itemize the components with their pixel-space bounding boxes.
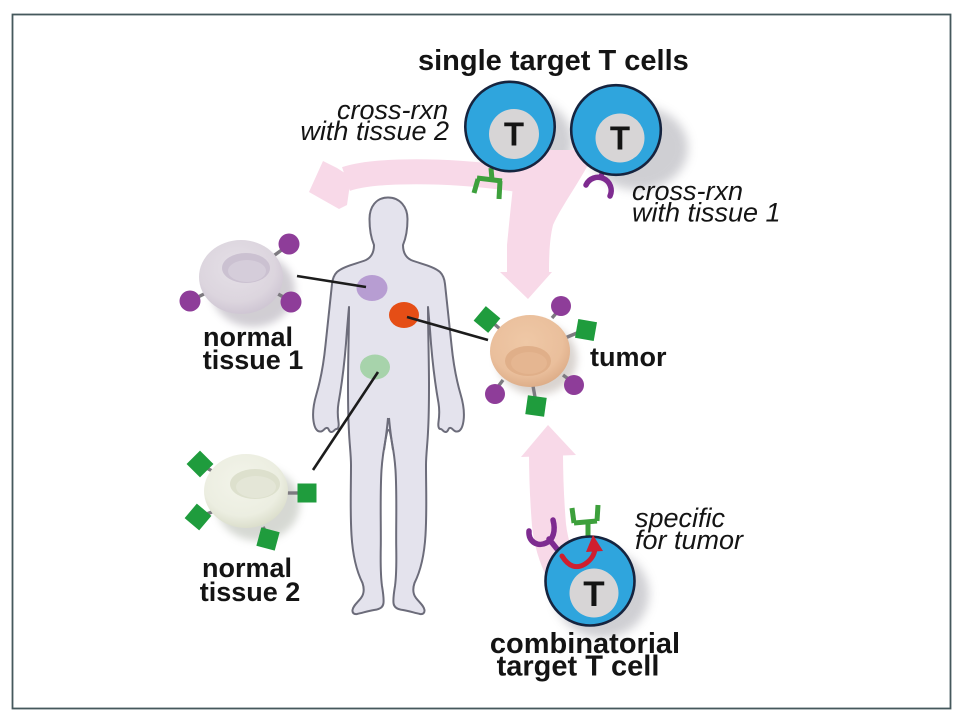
svg-text:combinatorial: combinatorial <box>490 628 680 660</box>
svg-text:for tumor: for tumor <box>635 525 744 555</box>
svg-text:cross-rxn: cross-rxn <box>632 176 743 206</box>
svg-text:cross-rxn: cross-rxn <box>337 95 448 125</box>
svg-text:single target T cells: single target T cells <box>418 45 689 77</box>
svg-text:specific: specific <box>635 503 726 533</box>
svg-text:normal: normal <box>202 553 292 583</box>
svg-text:tumor: tumor <box>590 342 667 372</box>
svg-text:T: T <box>610 120 630 157</box>
svg-text:tissue 1: tissue 1 <box>203 345 304 375</box>
svg-text:normal: normal <box>203 322 293 352</box>
svg-text:with tissue 1: with tissue 1 <box>632 198 781 228</box>
svg-text:T: T <box>583 575 604 614</box>
svg-text:with tissue 2: with tissue 2 <box>300 116 449 146</box>
svg-text:target T cell: target T cell <box>497 651 660 683</box>
svg-text:T: T <box>504 116 524 153</box>
svg-text:tissue 2: tissue 2 <box>200 577 301 607</box>
